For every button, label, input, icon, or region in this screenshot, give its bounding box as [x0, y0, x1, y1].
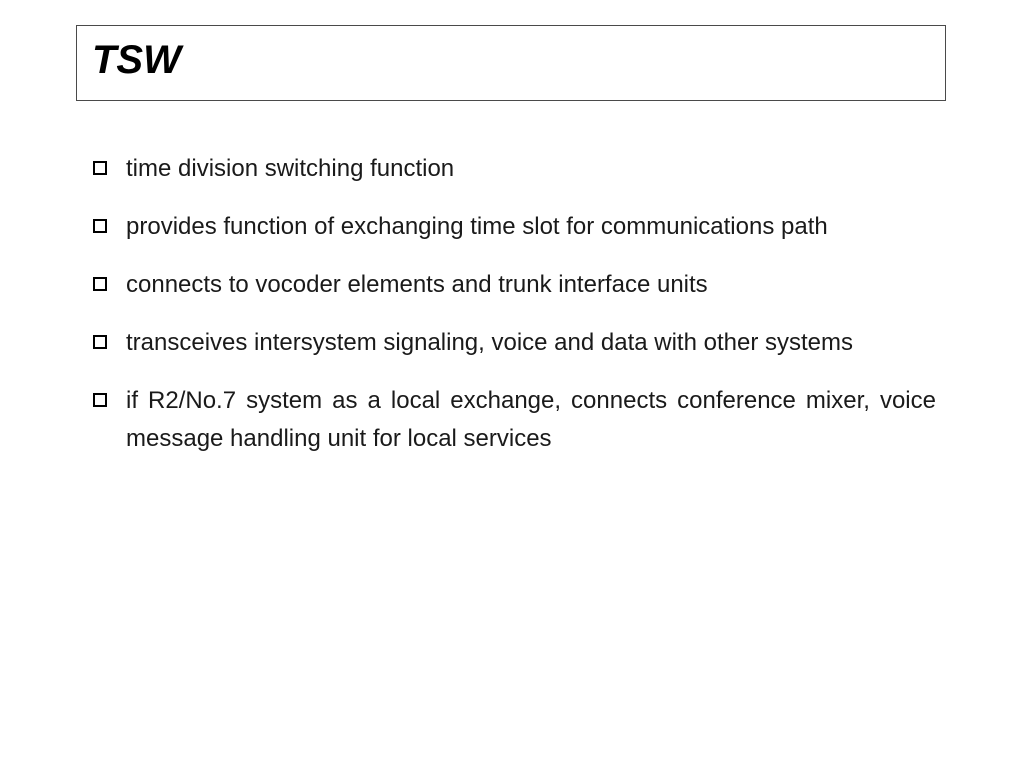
bullet-item: connects to vocoder elements and trunk i… [91, 266, 936, 304]
bullet-text: transceives intersystem signaling, voice… [126, 329, 853, 356]
bullet-list: time division switching function provide… [91, 150, 936, 478]
bullet-item: transceives intersystem signaling, voice… [91, 324, 936, 362]
bullet-item: time division switching function [91, 150, 936, 188]
hollow-square-bullet-icon [93, 335, 107, 349]
hollow-square-bullet-icon [93, 393, 107, 407]
slide-title-box: TSW [76, 25, 946, 101]
bullet-text: time division switching function [126, 155, 455, 182]
bullet-item: if R2/No.7 system as a local exchange, c… [91, 382, 936, 458]
slide-title: TSW [92, 38, 181, 82]
hollow-square-bullet-icon [93, 219, 107, 233]
bullet-text: provides function of exchanging time slo… [126, 213, 828, 240]
bullet-item: provides function of exchanging time slo… [91, 208, 936, 246]
bullet-text: connects to vocoder elements and trunk i… [126, 271, 708, 298]
hollow-square-bullet-icon [93, 277, 107, 291]
hollow-square-bullet-icon [93, 161, 107, 175]
bullet-text: if R2/No.7 system as a local exchange, c… [126, 387, 936, 452]
